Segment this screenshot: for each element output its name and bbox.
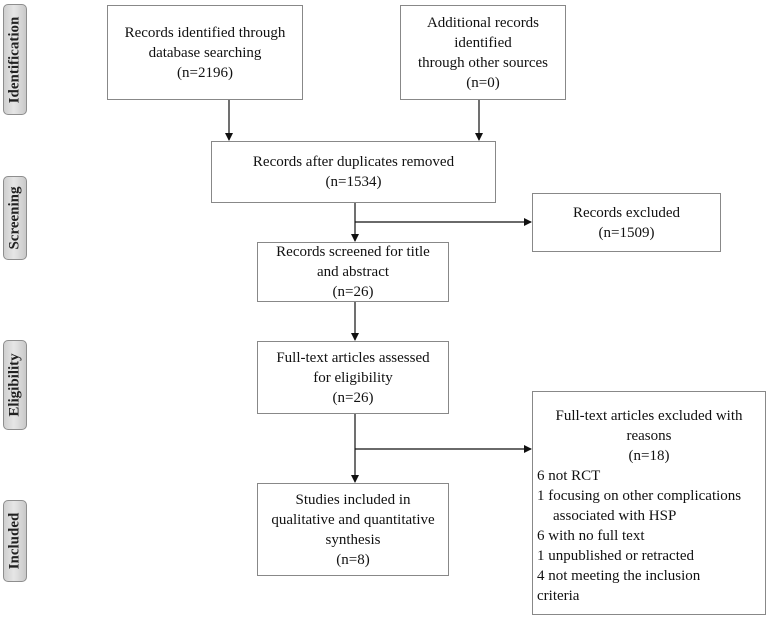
exclusion-reason-other-complications: 1 focusing on other complications [537,488,742,504]
other-sources-count: (n=0) [466,74,500,91]
fulltext-excluded-line1: Full-text articles excluded with [555,408,743,424]
db-search-count: (n=2196) [177,64,233,81]
included-line2: qualitative and quantitative [271,511,435,528]
records-excluded-line1: Records excluded [572,204,681,221]
exclusion-reason-inclusion-criteria-cont: criteria [537,588,580,604]
assessed-line2: for eligibility [313,369,393,386]
box-fulltext-excluded: Full-text articles excluded with reasons… [532,391,766,615]
phase-label-identification: Identification [3,4,27,115]
duplicates-removed-count: (n=1534) [325,174,382,190]
exclusion-reason-inclusion-criteria: 4 not meeting the inclusion [537,568,701,584]
included-line3: synthesis [325,531,381,548]
box-studies-included: Studies included in qualitative and quan… [257,483,449,576]
screened-line2: and abstract [316,264,390,280]
box-fulltext-assessed: Full-text articles assessed for eligibil… [257,341,449,414]
box-duplicates-removed: Records after duplicates removed (n=1534… [211,141,496,203]
fulltext-excluded-line2: reasons [626,428,672,444]
assessed-line1: Full-text articles assessed [276,349,430,366]
phase-label-eligibility: Eligibility [3,340,27,430]
fulltext-excluded-count: (n=18) [628,448,670,464]
included-line1: Studies included in [295,491,411,508]
box-database-searching: Records identified through database sear… [107,5,303,100]
db-search-line1: Records identified through [124,24,286,41]
box-records-excluded: Records excluded (n=1509) [532,193,721,252]
db-search-line2: database searching [148,44,262,61]
box-records-screened: Records screened for title and abstract … [257,242,449,302]
exclusion-reason-other-complications-cont: associated with HSP [553,508,677,524]
phase-label-screening: Screening [3,176,27,260]
box-other-sources: Additional records identified through ot… [400,5,566,100]
screened-line1: Records screened for title [276,244,430,260]
records-excluded-count: (n=1509) [598,224,655,241]
screened-count: (n=26) [332,284,374,300]
other-sources-line1: Additional records identified [426,14,540,51]
phase-label-included: Included [3,500,27,582]
exclusion-reason-not-rct: 6 not RCT [537,468,601,484]
included-count: (n=8) [336,551,370,568]
duplicates-removed-line1: Records after duplicates removed [252,154,455,170]
exclusion-reason-unpublished: 1 unpublished or retracted [537,548,695,564]
assessed-count: (n=26) [332,389,374,406]
other-sources-line2: through other sources [418,54,548,71]
exclusion-reason-no-full-text: 6 with no full text [537,528,645,544]
